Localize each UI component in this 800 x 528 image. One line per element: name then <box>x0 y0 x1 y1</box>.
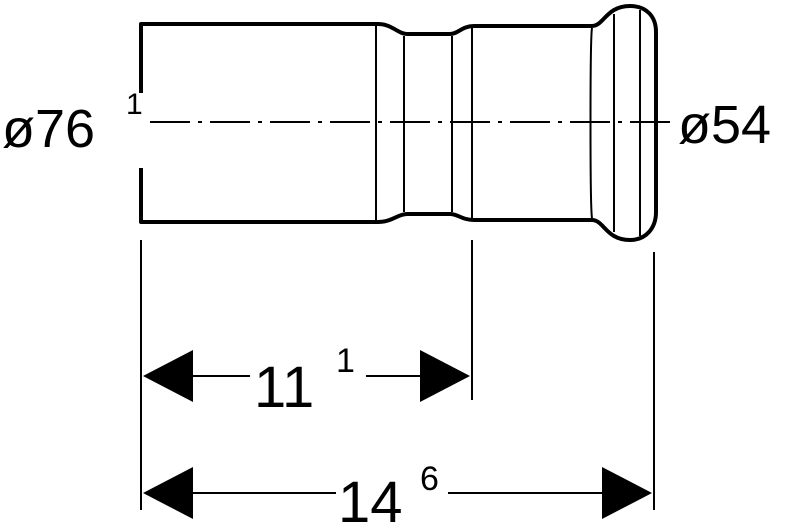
short-dimension-label: 11 <box>254 355 314 420</box>
long-dimension-line <box>143 467 652 519</box>
left-diameter-superscript: 1 <box>126 88 143 121</box>
short-dimension-arrow-right <box>420 350 470 402</box>
long-dimension-arrow-left <box>143 467 193 519</box>
long-dimension-arrow-right <box>602 467 652 519</box>
left-diameter-label: ø76 <box>2 99 95 159</box>
short-dimension-arrow-left <box>143 350 193 402</box>
short-dimension-line <box>143 350 470 402</box>
long-dimension-label: 14 <box>338 470 403 528</box>
right-diameter-label: ø54 <box>678 95 771 155</box>
short-dimension-superscript: 1 <box>336 342 355 380</box>
long-dimension-superscript: 6 <box>420 460 439 498</box>
extension-lines <box>140 240 655 510</box>
